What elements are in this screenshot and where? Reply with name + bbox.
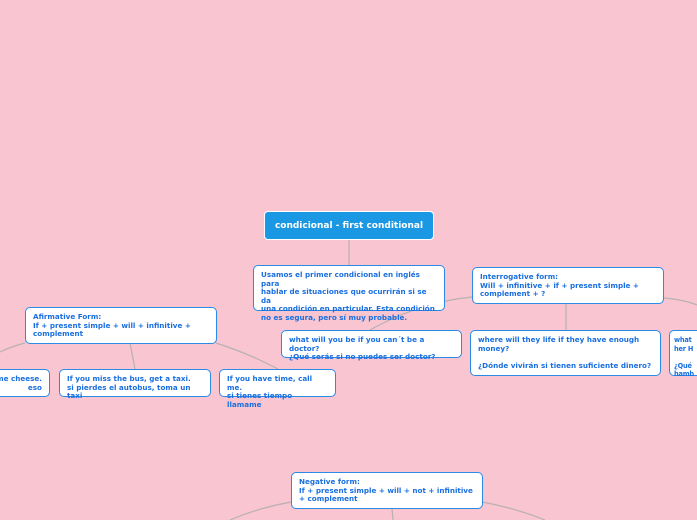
- link-negative-left: [229, 501, 292, 520]
- link-affirmative-a2: [129, 342, 136, 370]
- negative-form-node[interactable]: Negative form: If + present simple + wil…: [291, 472, 483, 509]
- root-topic[interactable]: condicional - first conditional: [264, 211, 434, 240]
- link-negative-mid: [391, 507, 394, 520]
- description-node[interactable]: Usamos el primer condicional en inglés p…: [253, 265, 445, 322]
- interrogative-example-1[interactable]: what will you be if you can´t be a docto…: [281, 330, 462, 361]
- link-negative-right: [481, 501, 546, 520]
- link-interrogative-q3: [663, 297, 697, 306]
- affirmative-form-node[interactable]: Afirmative Form: If + present simple + w…: [25, 307, 217, 344]
- affirmative-example-3[interactable]: If you have time, call me. si tienes tie…: [219, 369, 336, 409]
- interrogative-form-node[interactable]: Interrogative form: Will + infinitive + …: [472, 267, 664, 304]
- interrogative-example-3[interactable]: what her H ¿Qué hamb: [669, 330, 697, 378]
- link-affirmative-a1: [0, 342, 26, 353]
- link-affirmative-a3: [215, 342, 279, 370]
- affirmative-example-2[interactable]: If you miss the bus, get a taxi. si pier…: [59, 369, 211, 400]
- affirmative-example-1[interactable]: me cheese. eso: [0, 369, 50, 397]
- interrogative-example-2[interactable]: where will they life if they have enough…: [470, 330, 661, 376]
